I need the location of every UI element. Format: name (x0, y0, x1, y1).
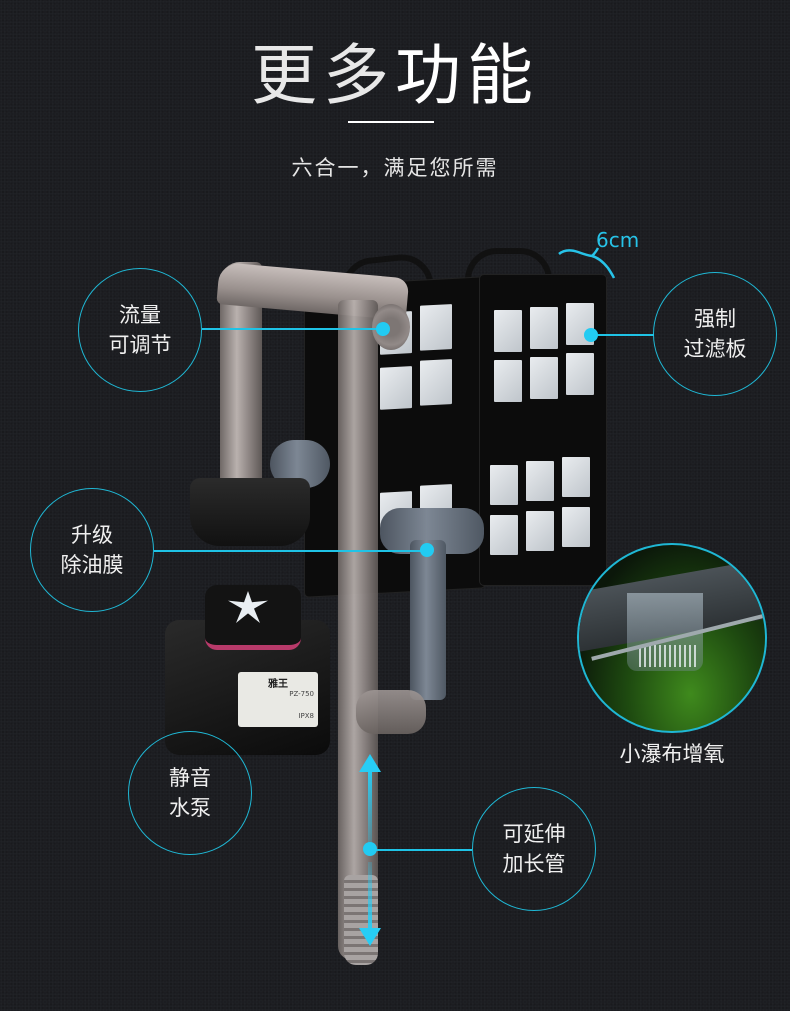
connector-line-filter (594, 334, 654, 336)
title-underline (348, 121, 434, 123)
arrow-down-shaft (368, 862, 372, 932)
subtitle: 六合一，满足您所需 (291, 156, 499, 180)
feature-oil-line2: 除油膜 (60, 553, 124, 577)
page-title: 更多功能 (0, 36, 790, 116)
feature-extension-line1: 可延伸 (502, 822, 566, 846)
feature-filter-line1: 强制 (694, 307, 736, 331)
indicator-dot-extension (363, 842, 377, 856)
feature-flow-line1: 流量 (119, 303, 161, 327)
title-part-2: 功能 (395, 37, 539, 114)
indicator-dot-filter (584, 328, 598, 342)
arrow-down-icon (359, 928, 381, 946)
connector-line-extension (372, 849, 472, 851)
pump-brand: 雅王 (268, 679, 288, 690)
feature-oil-line1: 升级 (71, 523, 113, 547)
feature-pump-line1: 静音 (169, 766, 211, 790)
title-part-1: 更多 (251, 37, 395, 114)
connector-line-oil-film (154, 550, 429, 552)
feature-pump-line2: 水泵 (169, 796, 211, 820)
arrow-up-shaft (368, 768, 372, 848)
dimension-label: 6cm (596, 228, 640, 252)
connector-line-flow (202, 328, 382, 330)
feature-filter-line2: 过滤板 (683, 337, 747, 361)
extension-hose (344, 875, 378, 965)
indicator-dot-flow (376, 322, 390, 336)
arrow-up-icon (359, 754, 381, 772)
pump-top (205, 585, 301, 650)
oil-film-cup (190, 478, 310, 546)
feature-circle-filter-board: 强制 过滤板 (653, 272, 777, 396)
waterfall-photo (577, 543, 767, 733)
pump-rating: IPX8 (298, 712, 314, 720)
feature-circle-oil-film: 升级 除油膜 (30, 488, 154, 612)
feature-flow-line2: 可调节 (108, 333, 172, 357)
inlet-pipe-right-leg (338, 300, 378, 960)
filter-box-right (480, 275, 606, 585)
outlet-stem (410, 540, 446, 700)
indicator-dot-oil-film (420, 543, 434, 557)
pump-label: 雅王 PZ-750 IPX8 (238, 672, 318, 727)
feature-circle-flow: 流量 可调节 (78, 268, 202, 392)
feature-extension-line2: 加长管 (502, 852, 566, 876)
outlet-elbow (356, 690, 426, 734)
feature-circle-extension-tube: 可延伸 加长管 (472, 787, 596, 911)
feature-circle-pump: 静音 水泵 (128, 731, 252, 855)
dimension-brace-icon (558, 247, 616, 279)
waterfall-caption: 小瀑布增氧 (619, 742, 725, 766)
pump-model: PZ-750 (289, 690, 314, 698)
